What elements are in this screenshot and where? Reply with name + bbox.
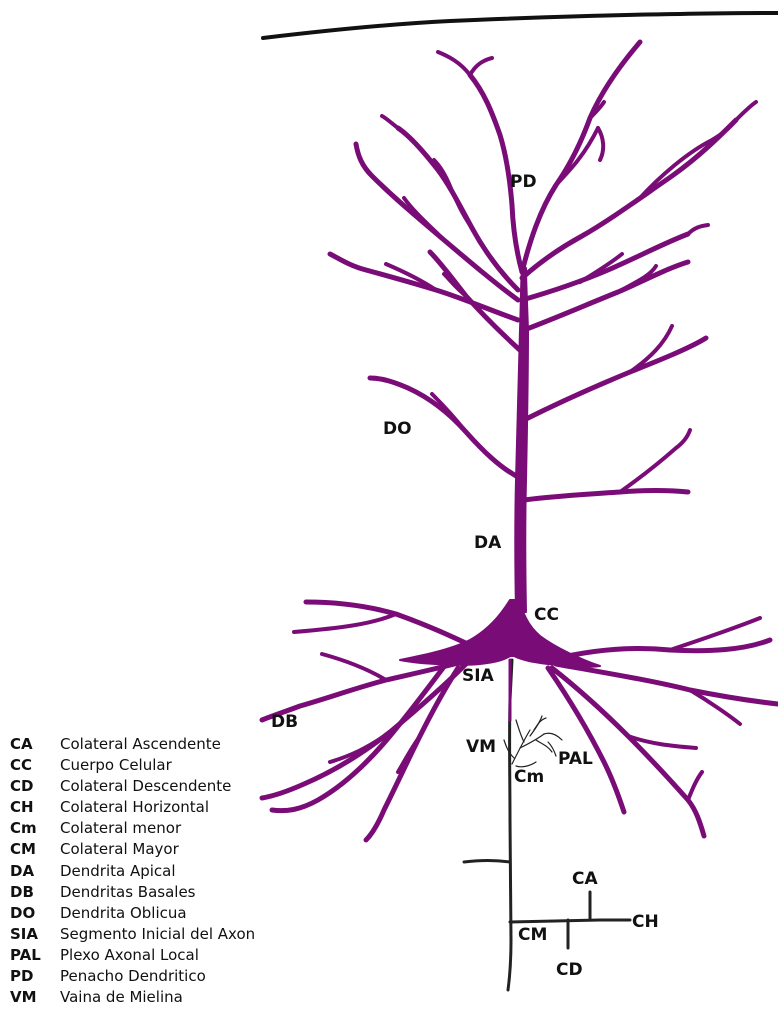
- legend-abbr: DO: [10, 903, 60, 924]
- legend-abbr: VM: [10, 987, 60, 1008]
- legend-desc: Dendritas Basales: [60, 882, 196, 903]
- legend-abbr: CD: [10, 776, 60, 797]
- legend-abbr: CC: [10, 755, 60, 776]
- label-da: DA: [474, 533, 502, 553]
- legend-desc: Plexo Axonal Local: [60, 945, 199, 966]
- label-pal: PAL: [558, 749, 593, 769]
- legend-desc: Penacho Dendritico: [60, 966, 206, 987]
- legend-abbr: DB: [10, 882, 60, 903]
- label-ca: CA: [572, 869, 598, 889]
- legend-desc: Cuerpo Celular: [60, 755, 172, 776]
- label-pd: PD: [510, 172, 537, 192]
- legend-desc: Colateral Horizontal: [60, 797, 209, 818]
- label-cm-minor: Cm: [514, 767, 544, 787]
- label-ch: CH: [632, 912, 659, 932]
- legend-desc: Colateral Ascendente: [60, 734, 221, 755]
- label-cd: CD: [556, 960, 583, 980]
- legend-desc: Vaina de Mielina: [60, 987, 183, 1008]
- label-cc: CC: [534, 605, 559, 625]
- legend-abbr: PAL: [10, 945, 60, 966]
- label-vm: VM: [466, 737, 496, 757]
- legend-abbr: PD: [10, 966, 60, 987]
- legend-abbr: Cm: [10, 818, 60, 839]
- legend-abbr: SIA: [10, 924, 60, 945]
- label-sia: SIA: [462, 666, 495, 686]
- legend-desc: Segmento Inicial del Axon: [60, 924, 255, 945]
- dendritic-tuft: [330, 42, 756, 352]
- label-do: DO: [383, 419, 412, 439]
- label-cm-major: CM: [518, 925, 547, 945]
- legend-abbr: CM: [10, 839, 60, 860]
- legend-abbr: CH: [10, 797, 60, 818]
- legend-desc: Colateral menor: [60, 818, 181, 839]
- label-db: DB: [271, 712, 298, 732]
- legend-abbr: CA: [10, 734, 60, 755]
- legend-desc: Dendrita Apical: [60, 861, 176, 882]
- legend-desc: Colateral Descendente: [60, 776, 231, 797]
- legend-desc: Dendrita Oblicua: [60, 903, 187, 924]
- legend-desc: Colateral Mayor: [60, 839, 179, 860]
- legend-abbr: DA: [10, 861, 60, 882]
- local-axonal-plexus: [504, 716, 562, 767]
- pial-surface-line: [263, 13, 778, 38]
